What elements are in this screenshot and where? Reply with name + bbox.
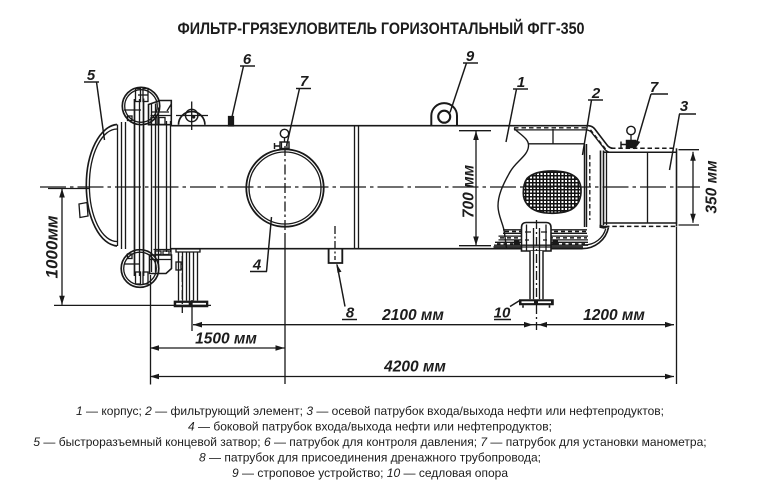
svg-text:4: 4 (252, 257, 262, 274)
svg-text:7: 7 (650, 79, 659, 96)
svg-text:8: 8 (346, 305, 355, 322)
svg-text:ФИЛЬТР-ГРЯЗЕУЛОВИТЕЛЬ ГОРИЗОНТ: ФИЛЬТР-ГРЯЗЕУЛОВИТЕЛЬ ГОРИЗОНТАЛЬНЫЙ ФГГ… (178, 19, 585, 38)
svg-text:1500 мм: 1500 мм (195, 331, 257, 348)
svg-text:5: 5 (87, 67, 96, 84)
svg-text:1000мм: 1000мм (43, 215, 62, 278)
svg-text:4200 мм: 4200 мм (383, 359, 446, 376)
svg-text:2: 2 (591, 85, 601, 102)
svg-text:3: 3 (680, 98, 689, 115)
svg-text:1: 1 (517, 74, 525, 91)
svg-text:350 мм: 350 мм (704, 160, 721, 214)
svg-text:7: 7 (300, 73, 309, 90)
svg-text:10: 10 (494, 305, 511, 322)
svg-text:9: 9 (466, 48, 475, 65)
svg-text:4 — боковой патрубок входа/вых: 4 — боковой патрубок входа/выхода нефти … (188, 420, 552, 434)
svg-text:2100 мм: 2100 мм (381, 307, 444, 324)
svg-text:9 — строповое устройство; 10 —: 9 — строповое устройство; 10 — седловая … (232, 466, 508, 480)
svg-text:1200 мм: 1200 мм (583, 307, 645, 324)
svg-text:8 — патрубок для присоединения: 8 — патрубок для присоединения дренажног… (199, 451, 541, 465)
svg-text:700 мм: 700 мм (461, 164, 478, 218)
svg-text:1 — корпус; 2 — фильтрующий эл: 1 — корпус; 2 — фильтрующий элемент; 3 —… (76, 404, 664, 418)
svg-text:5 — быстроразъемный концевой з: 5 — быстроразъемный концевой затвор; 6 —… (33, 435, 706, 449)
svg-text:6: 6 (243, 51, 252, 68)
